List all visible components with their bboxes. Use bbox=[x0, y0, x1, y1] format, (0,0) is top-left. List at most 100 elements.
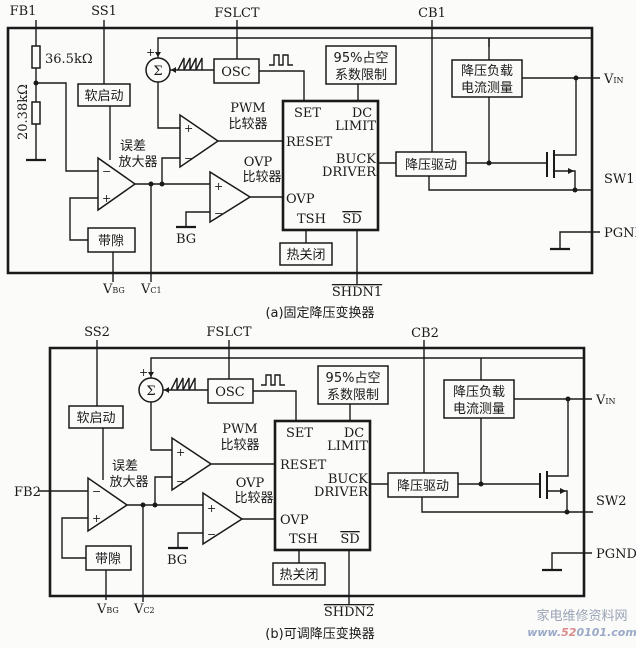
pwm-comparator-a bbox=[179, 113, 220, 169]
svg-text:BG: BG bbox=[167, 553, 187, 568]
svg-text:SD: SD bbox=[342, 212, 361, 227]
svg-text:PWM: PWM bbox=[230, 101, 265, 116]
pulse-icon bbox=[269, 54, 293, 66]
svg-text:比较器: 比较器 bbox=[228, 117, 267, 132]
svg-text:−: − bbox=[92, 485, 101, 498]
svg-text:降压负载: 降压负载 bbox=[453, 385, 505, 400]
ovp-comparator-b bbox=[202, 491, 244, 546]
sawtooth-icon bbox=[170, 377, 196, 391]
svg-text:OVP: OVP bbox=[286, 192, 315, 207]
svg-text:95%占空: 95%占空 bbox=[326, 371, 381, 386]
watermark-text: 家电维修资料网 bbox=[536, 608, 627, 624]
svg-text:+: + bbox=[102, 192, 111, 205]
svg-text:带隙: 带隙 bbox=[95, 552, 121, 567]
svg-text:LIMIT: LIMIT bbox=[327, 439, 368, 454]
svg-text:+: + bbox=[176, 446, 185, 459]
resistor-20k38-label: 20.38kΩ bbox=[16, 84, 31, 140]
pin-shdn1: SHDN1 bbox=[332, 285, 382, 300]
svg-text:DRIVER: DRIVER bbox=[314, 485, 369, 500]
svg-text:降压驱动: 降压驱动 bbox=[397, 479, 449, 494]
svg-text:TSH: TSH bbox=[289, 532, 318, 547]
pin-vbg-a: VBG bbox=[102, 282, 125, 297]
pin-pgnd-b: PGND bbox=[596, 547, 636, 562]
chip-border-a bbox=[6, 26, 594, 275]
logic-block-a bbox=[281, 99, 380, 232]
diagram-a: FB1 SS1 FSLCT CB1 36.5kΩ 20.38kΩ 软启动 − +… bbox=[6, 4, 636, 321]
svg-text:RESET: RESET bbox=[280, 458, 327, 473]
svg-text:电流测量: 电流测量 bbox=[461, 81, 513, 96]
svg-text:误差: 误差 bbox=[112, 459, 138, 474]
thermal-shutdown-block-b bbox=[272, 562, 326, 586]
svg-text:比较器: 比较器 bbox=[242, 170, 281, 185]
svg-text:SET: SET bbox=[294, 106, 321, 121]
sawtooth-icon bbox=[177, 57, 203, 71]
resistor-36k5 bbox=[31, 45, 41, 69]
pin-fslct-a: FSLCT bbox=[214, 6, 260, 21]
svg-text:SD: SD bbox=[340, 532, 359, 547]
pulse-icon bbox=[261, 374, 285, 386]
pin-vc2: VC2 bbox=[133, 602, 155, 617]
chip-border-b bbox=[48, 346, 586, 598]
svg-text:+: + bbox=[139, 366, 148, 379]
pin-cb2: CB2 bbox=[411, 326, 439, 341]
svg-text:OVP: OVP bbox=[236, 476, 265, 491]
pin-fb2: FB2 bbox=[14, 485, 41, 500]
mosfet-icon bbox=[546, 78, 577, 190]
svg-text:+: + bbox=[146, 46, 155, 59]
svg-text:系数限制: 系数限制 bbox=[335, 68, 387, 83]
pin-shdn2: SHDN2 bbox=[324, 605, 374, 620]
svg-text:+: + bbox=[184, 122, 193, 135]
svg-text:系数限制: 系数限制 bbox=[327, 388, 379, 403]
pin-vc1: VC1 bbox=[140, 282, 162, 297]
pin-sw1: SW1 bbox=[604, 172, 635, 187]
pin-pgnd-a: PGND bbox=[604, 226, 636, 241]
svg-text:DRIVER: DRIVER bbox=[322, 165, 377, 180]
pin-ss2: SS2 bbox=[84, 325, 110, 340]
caption-b: (b)可调降压变换器 bbox=[265, 626, 374, 642]
svg-text:OSC: OSC bbox=[221, 65, 251, 80]
svg-text:−: − bbox=[176, 475, 185, 488]
bandgap-block-b bbox=[85, 545, 132, 571]
svg-text:软启动: 软启动 bbox=[76, 411, 115, 426]
svg-text:+: + bbox=[207, 502, 216, 515]
duty-limit-block-a bbox=[325, 45, 397, 85]
logic-block-b bbox=[273, 419, 372, 552]
pin-vbg-b: VBG bbox=[96, 602, 119, 617]
svg-text:比较器: 比较器 bbox=[234, 491, 273, 506]
svg-text:Σ: Σ bbox=[153, 64, 162, 79]
svg-text:+: + bbox=[92, 512, 101, 525]
svg-text:热关闭: 热关闭 bbox=[286, 248, 325, 263]
soft-start-block-b bbox=[68, 405, 124, 429]
svg-text:BUCK: BUCK bbox=[336, 152, 376, 167]
pin-sw2: SW2 bbox=[596, 494, 627, 509]
svg-text:带隙: 带隙 bbox=[98, 234, 124, 249]
svg-text:降压驱动: 降压驱动 bbox=[405, 158, 457, 173]
svg-text:BG: BG bbox=[176, 232, 196, 247]
svg-text:OVP: OVP bbox=[244, 155, 273, 170]
bandgap-block-a bbox=[87, 227, 136, 253]
svg-text:放大器: 放大器 bbox=[118, 155, 157, 170]
soft-start-block-a bbox=[77, 83, 131, 107]
watermark-url: www.520101.com bbox=[527, 626, 636, 639]
pin-vin-a: VIN bbox=[603, 72, 624, 87]
mosfet-icon bbox=[539, 399, 569, 512]
svg-text:LIMIT: LIMIT bbox=[335, 119, 376, 134]
svg-text:电流测量: 电流测量 bbox=[453, 402, 505, 417]
svg-text:−: − bbox=[214, 207, 223, 220]
svg-text:OVP: OVP bbox=[280, 513, 309, 528]
svg-text:软启动: 软启动 bbox=[84, 89, 123, 104]
svg-text:RESET: RESET bbox=[286, 135, 333, 150]
error-amplifier-a bbox=[97, 156, 137, 212]
duty-limit-block-b bbox=[317, 365, 389, 405]
pin-fb1: FB1 bbox=[10, 4, 37, 19]
caption-a: (a)固定降压变换器 bbox=[265, 305, 374, 321]
resistor-36k5-label: 36.5kΩ bbox=[45, 52, 93, 67]
osc-block-a bbox=[213, 58, 260, 84]
svg-text:+: + bbox=[214, 180, 223, 193]
svg-text:误差: 误差 bbox=[120, 139, 146, 154]
pin-vin-b: VIN bbox=[595, 393, 616, 408]
ovp-comparator-a bbox=[209, 170, 252, 224]
error-amplifier-b bbox=[87, 476, 129, 533]
current-sense-block-b bbox=[443, 379, 515, 419]
